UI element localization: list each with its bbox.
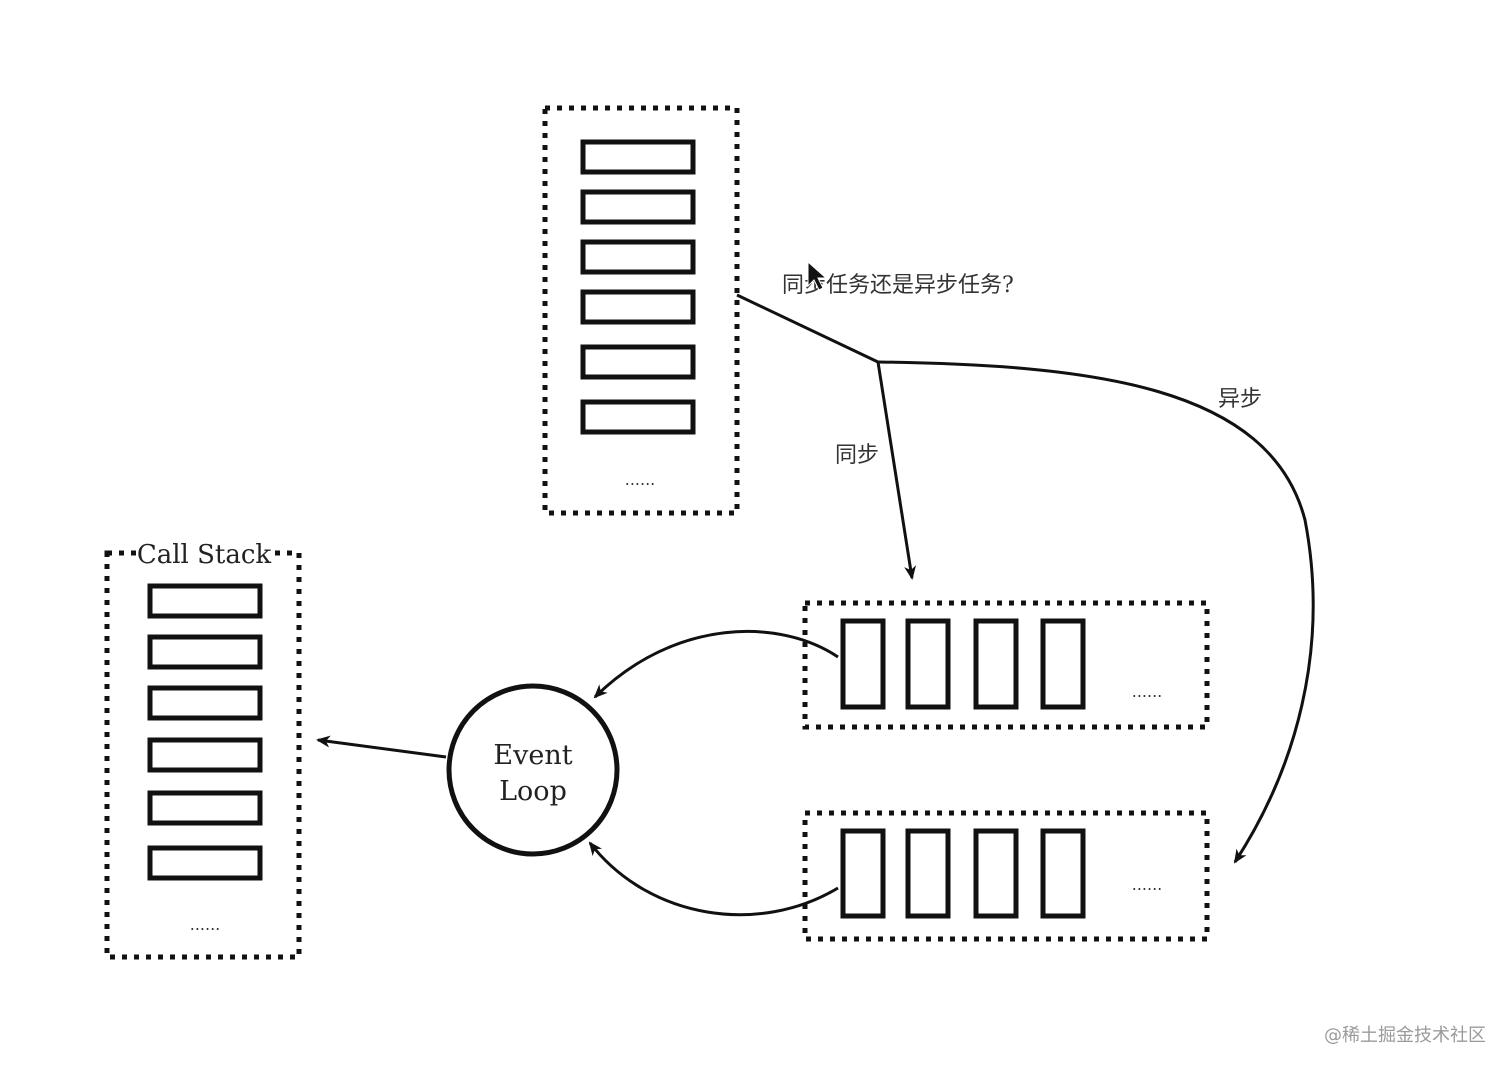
async-queue-slot [905,828,951,919]
call-stack-container: Call Stack ...... [104,538,302,960]
task-source-container: ...... [542,105,740,516]
task-source-slot [580,344,696,380]
sync-queue-slot [973,618,1019,710]
task-source-slot [580,239,696,275]
task-source-border [542,105,740,516]
event-loop-label-line1: Event [493,740,572,771]
sync-arrow [876,361,917,580]
call-stack-slot [147,790,263,826]
async-queue-slot [1040,828,1086,919]
async-task-queue: ...... [802,810,1210,942]
call-stack-slot [147,737,263,773]
call-stack-title: Call Stack [137,540,272,570]
sync-queue-slot [840,618,886,710]
call-stack-title-bg [136,538,272,570]
task-source-slot [580,289,696,325]
sync-task-queue: ...... [802,600,1210,730]
sync-label: 同步 [835,443,879,468]
watermark: @稀土掘金技术社区 [1324,1025,1486,1046]
call-stack-slot [147,634,263,670]
async-queue-slot [840,828,886,919]
call-stack-slot [147,845,263,881]
sync-queue-slot [1040,618,1086,710]
call-stack-ellipsis: ...... [190,915,221,934]
task-source-slot [580,189,696,225]
task-source-slot [580,139,696,175]
sync-queue-slot [905,618,951,710]
event-loop-node: Event Loop [446,683,620,857]
mouse-pointer-icon [807,260,828,291]
async-queue-to-loop-arrow [588,841,839,917]
async-queue-ellipsis: ...... [1132,875,1163,894]
event-loop-circle [446,683,620,857]
sync-queue-ellipsis: ...... [1132,682,1163,701]
call-stack-slot [147,583,263,619]
task-source-ellipsis: ...... [625,470,656,489]
loop-to-callstack-arrow [316,735,447,759]
sync-queue-to-loop-arrow [593,629,839,699]
task-source-slot [580,399,696,435]
async-arrow [877,360,1315,864]
source-to-fork-line [736,293,879,364]
call-stack-slot [147,685,263,721]
event-loop-label-line2: Loop [499,776,567,807]
async-label: 异步 [1218,387,1262,412]
connectors [316,293,1315,917]
async-queue-slot [973,828,1019,919]
